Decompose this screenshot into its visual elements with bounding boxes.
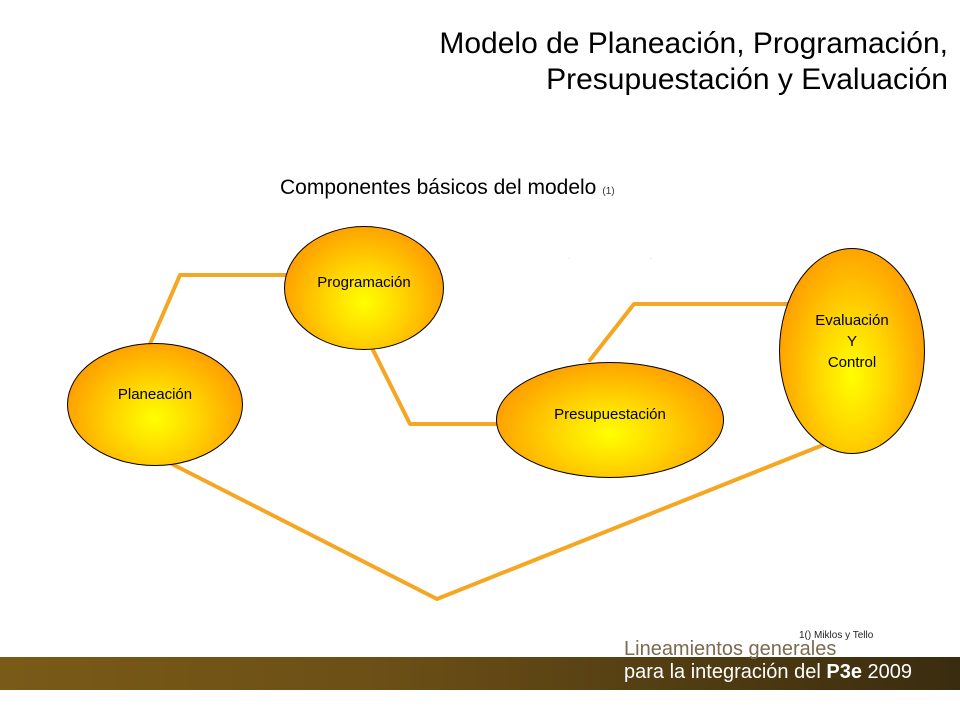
- footer-line-2-prefix: para la integración del: [624, 661, 827, 683]
- connector-programacion-presupuestacion: [370, 346, 502, 426]
- title-line-2: Presupuestación y Evaluación: [546, 63, 948, 96]
- footer-line-2: para la integración del P3e 2009: [624, 661, 912, 684]
- node-label: Evaluación Y Control: [815, 311, 889, 371]
- footer-branding: Lineamientos generales para la integraci…: [624, 638, 912, 684]
- node-label: Planeación: [117, 386, 193, 403]
- connector-planeacion-programacion: [148, 273, 290, 346]
- node-label: Presupuestación: [554, 405, 666, 423]
- footnote: 1() Miklos y Tello: [799, 630, 874, 641]
- subtitle-reference: (1): [602, 186, 615, 197]
- node-evaluacion-control: Evaluación Y Control: [779, 248, 925, 454]
- stray-dot: ·: [650, 256, 652, 262]
- connector-presupuestacion-evaluacion: [588, 302, 792, 362]
- slide-title: Modelo de Planeación, Programación, Pres…: [439, 26, 948, 98]
- node-planeacion: Planeación: [67, 343, 243, 466]
- subtitle-text: Componentes básicos del modelo: [280, 176, 597, 199]
- footer-bar: [0, 657, 960, 690]
- node-presupuestacion: Presupuestación: [496, 362, 724, 478]
- footer-line-2-bold: P3e: [826, 661, 862, 683]
- footer-line-2-suffix: 2009: [861, 661, 913, 683]
- diagram-subtitle: Componentes básicos del modelo (1): [280, 176, 615, 200]
- stray-dot: ·: [568, 256, 570, 262]
- connector-feedback-loop: [166, 441, 830, 601]
- footer-line-1: Lineamientos generales: [624, 638, 837, 660]
- title-line-1: Modelo de Planeación, Programación,: [439, 27, 948, 60]
- node-label: Programación: [317, 273, 411, 291]
- node-programacion: Programación: [284, 226, 444, 350]
